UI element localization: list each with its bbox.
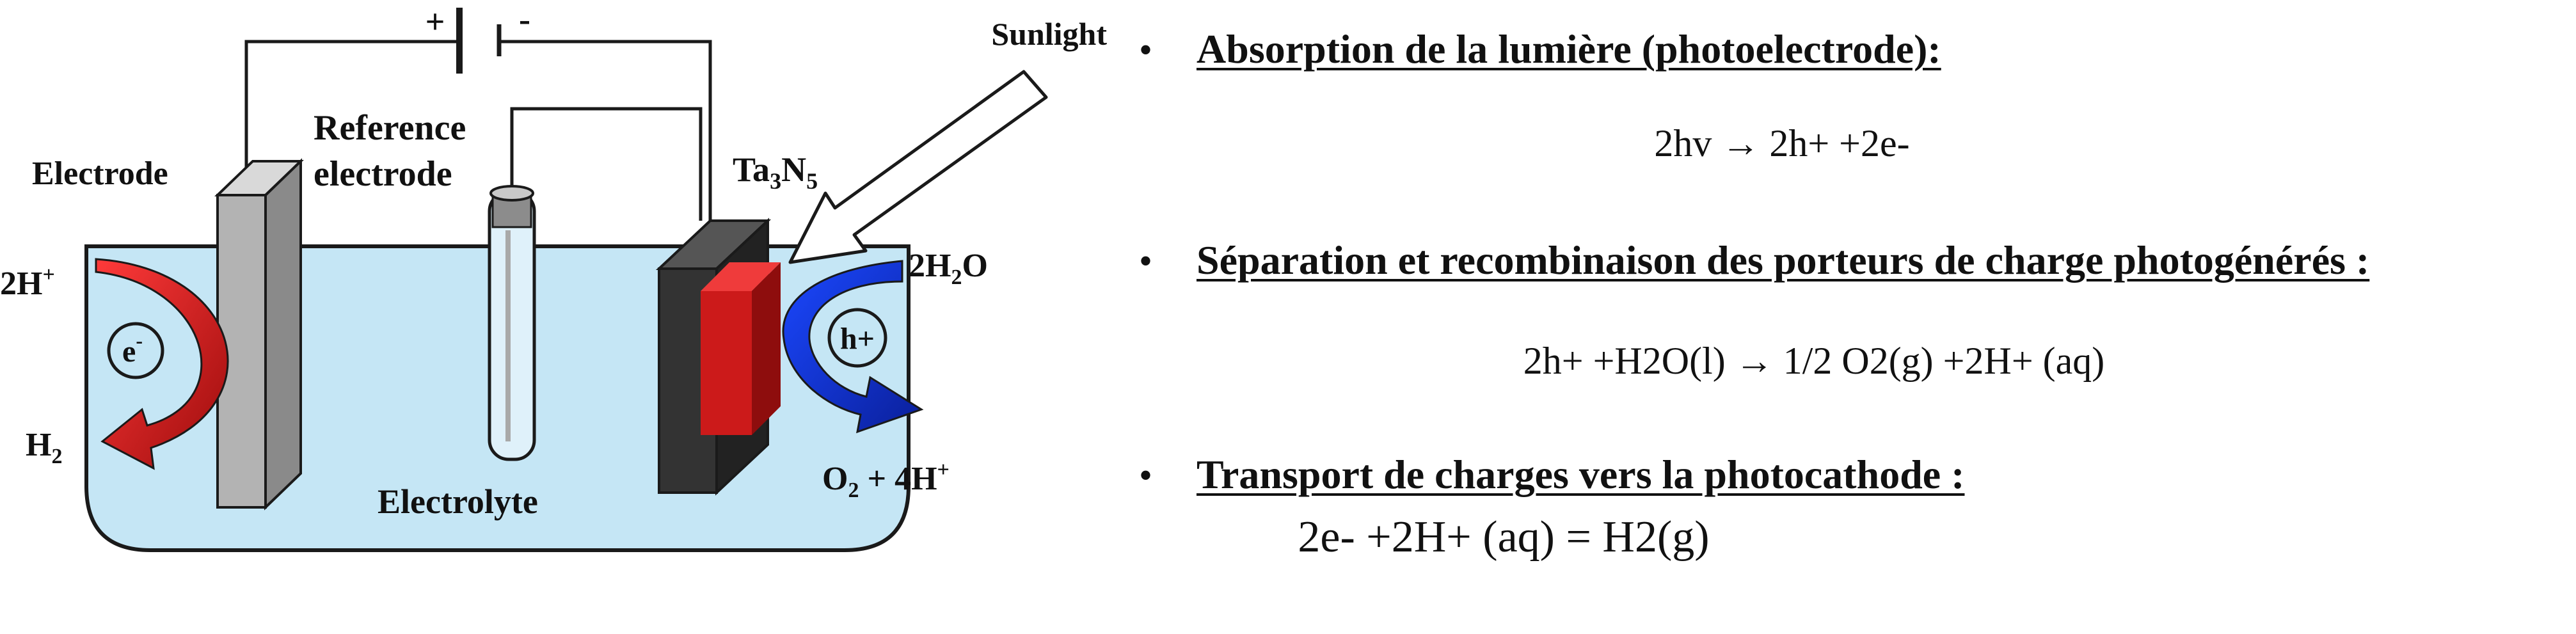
red-reduction-arrow [95,258,229,470]
section-heading: Transport de charges vers la photocathod… [1197,452,1965,497]
oxygen-label: O2 + 4H+ [822,458,950,502]
hole-label: h+ [840,322,875,356]
ta3n5-label: Ta3N5 [733,150,818,194]
explanation-pane: • Absorption de la lumière (photoelectro… [1126,19,2566,621]
proton-left-label: 2H+ [0,263,55,302]
battery-plus-label: + [425,3,445,41]
hole-circle [827,308,887,368]
electron-label: e- [122,329,143,369]
sunlight-label: Sunlight [991,16,1107,52]
section-equation: 2h+ +H2O(l) → 1/2 O2(g) +2H+ (aq) [1523,340,2105,382]
bullet-icon: • [1139,29,1153,71]
reference-electrode-label-line2: electrode [314,154,452,194]
bullet-icon: • [1139,454,1153,496]
battery-minus-label: - [519,0,530,38]
water-label: 2H2O [909,248,988,289]
section-separation: • Séparation et recombinaison des porteu… [1126,237,2566,284]
electron-circle [107,322,164,379]
bullet-icon: • [1139,240,1153,282]
blue-oxidation-arrow [782,260,924,434]
electrolyte-label: Electrolyte [378,482,538,521]
battery-icon [456,8,502,74]
reference-electrode-label-line1: Reference [314,108,466,148]
section-equation: 2e- +2H+ (aq) = H2(g) [1298,512,1710,562]
external-circuit [244,40,712,224]
section-equation: 2hv → 2h+ +2e- [1654,122,1910,164]
sunlight-arrow [788,70,1048,264]
section-heading: Absorption de la lumière (photoelectrode… [1197,26,1941,72]
section-heading: Séparation et recombinaison des porteurs… [1197,237,2370,283]
section-absorption: • Absorption de la lumière (photoelectro… [1126,26,2566,73]
section-transport: • Transport de charges vers la photocath… [1126,451,2566,498]
reference-electrode [488,185,536,461]
photoelectrochemical-cell-diagram: + - [0,0,1107,552]
ta3n5-photoactive-layer [701,262,781,435]
electrode-label: Electrode [32,155,168,192]
counter-electrode [214,158,304,511]
hydrogen-label: H2 [26,427,62,468]
